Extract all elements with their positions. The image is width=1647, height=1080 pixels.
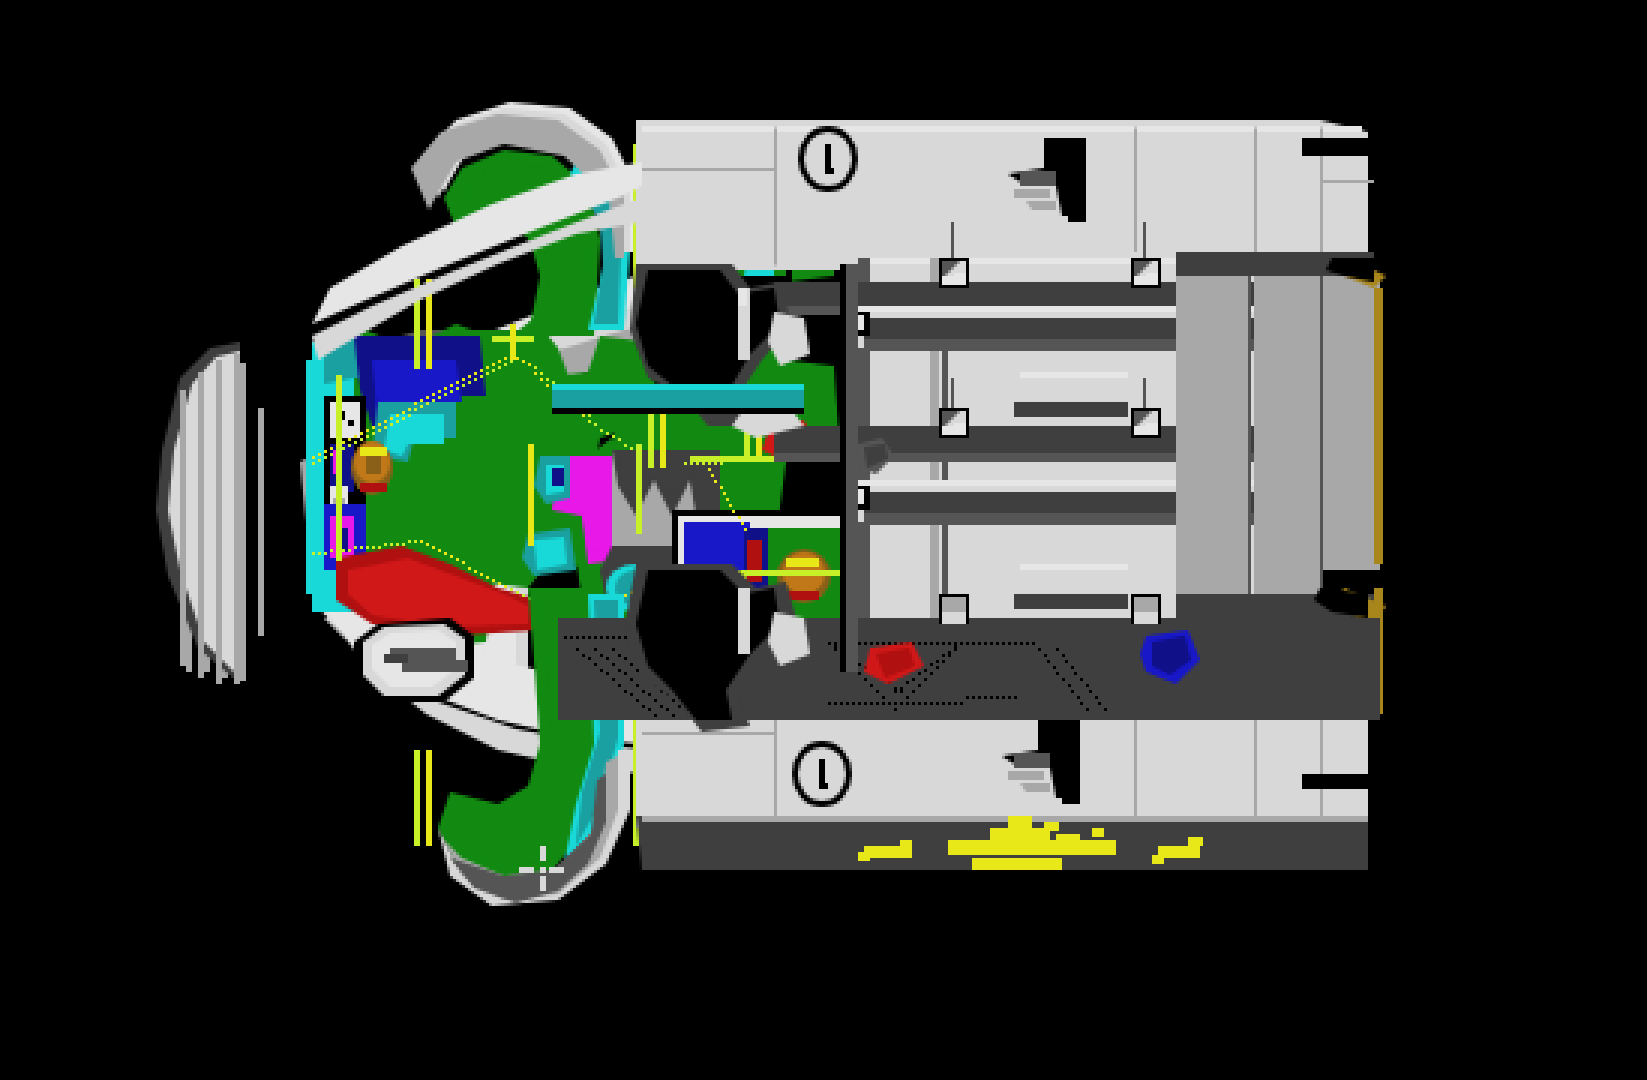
hatch-mid-left[interactable] [940,404,968,430]
crosshair-cursor[interactable] [518,844,562,888]
hatch-upper-left[interactable] [940,256,968,282]
gauge-dial-lower[interactable] [807,758,839,794]
hatch-lower-right[interactable] [1124,590,1152,616]
console-screen[interactable] [678,505,848,615]
hatch-upper-right[interactable] [1124,256,1152,282]
hatch-lower-left[interactable] [940,590,968,616]
gauge-dial-upper[interactable] [812,143,844,179]
hatch-mid-right[interactable] [1124,404,1152,430]
